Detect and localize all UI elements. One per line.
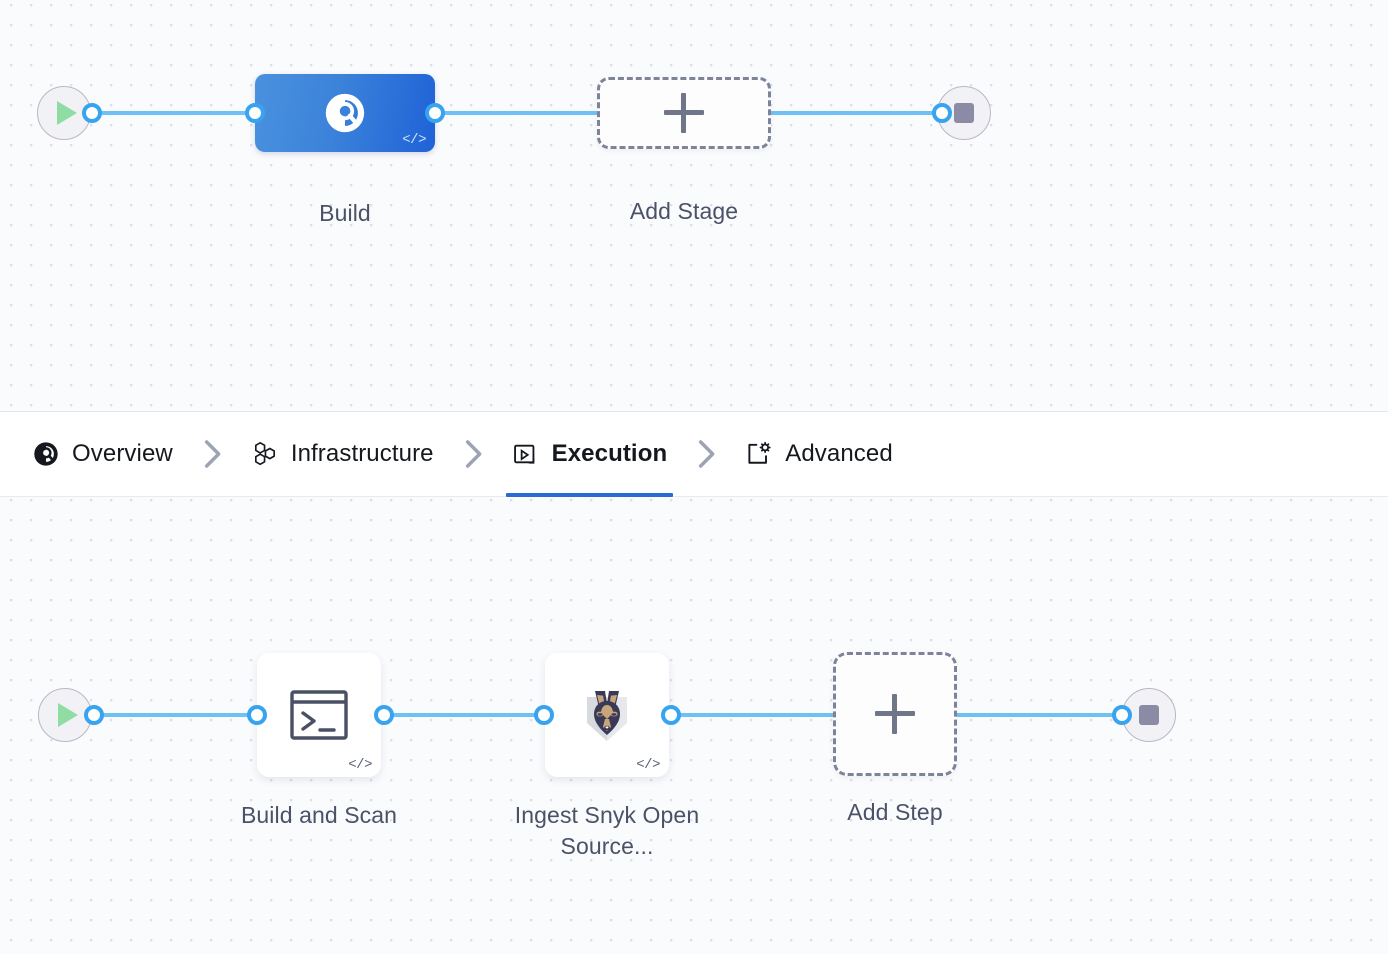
wire-start-to-step1	[86, 713, 266, 717]
tab-execution[interactable]: Execution	[505, 411, 673, 497]
port-exec-start-out[interactable]	[84, 705, 104, 725]
tab-label: Execution	[551, 440, 668, 467]
stage-label-build: Build	[319, 200, 371, 226]
card-gear-icon	[748, 441, 771, 464]
port-build-in[interactable]	[245, 103, 265, 123]
tab-label: Advanced	[785, 440, 893, 467]
stage-node-build[interactable]: </>	[255, 74, 435, 152]
wire-start-to-build	[84, 111, 266, 115]
wire-build-to-addstage	[424, 111, 606, 115]
tab-label: Overview	[72, 440, 173, 467]
ci-build-icon	[325, 93, 365, 133]
chevron-right-icon	[175, 438, 249, 470]
port-build-out[interactable]	[425, 103, 445, 123]
pipeline-end-node[interactable]	[937, 86, 991, 140]
code-badge-icon: </>	[348, 757, 372, 773]
port-end-in[interactable]	[932, 103, 952, 123]
plus-icon	[664, 93, 704, 133]
chevron-right-icon	[669, 438, 743, 470]
step-node-build-and-scan[interactable]: </>	[257, 653, 381, 777]
add-stage-label: Add Stage	[629, 198, 739, 224]
port-step2-out[interactable]	[661, 705, 681, 725]
port-start-out[interactable]	[82, 103, 102, 123]
code-badge-icon: </>	[636, 757, 660, 773]
chevron-right-icon	[436, 438, 510, 470]
plus-icon	[875, 694, 915, 734]
step-label-build-and-scan: Build and Scan	[240, 802, 398, 828]
tab-label: Infrastructure	[290, 440, 434, 467]
hexagons-icon	[254, 441, 275, 466]
add-stage-button[interactable]	[597, 77, 771, 149]
port-step2-in[interactable]	[534, 705, 554, 725]
stage-config-tabbar: Overview Infrastructure	[0, 411, 1388, 497]
add-step-button[interactable]	[833, 652, 957, 776]
snyk-dog-icon	[587, 691, 627, 741]
step-label-ingest-snyk: Ingest Snyk Open Source...	[514, 802, 700, 859]
wire-addstep-to-end	[950, 713, 1135, 717]
wire-step2-to-addstep	[664, 713, 844, 717]
stop-icon	[954, 103, 974, 123]
play-icon	[58, 703, 78, 727]
play-box-icon	[513, 444, 534, 464]
wire-step1-to-step2	[376, 713, 556, 717]
port-exec-end-in[interactable]	[1112, 705, 1132, 725]
play-icon	[57, 101, 77, 125]
add-step-label: Add Step	[847, 799, 943, 825]
code-badge-icon: </>	[402, 132, 426, 148]
stop-icon	[1139, 705, 1159, 725]
tab-overview[interactable]: Overview	[30, 411, 175, 497]
port-step1-out[interactable]	[374, 705, 394, 725]
wire-addstage-to-end	[762, 111, 948, 115]
step-graph-canvas[interactable]: </> Build and Scan </>	[0, 497, 1388, 954]
tab-infrastructure[interactable]: Infrastructure	[249, 411, 436, 497]
tab-advanced[interactable]: Advanced	[743, 411, 895, 497]
stage-graph-canvas[interactable]: </> Build Add Stage	[0, 0, 1388, 411]
step-node-ingest-snyk[interactable]: </>	[545, 653, 669, 777]
ci-build-icon	[34, 442, 58, 466]
port-step1-in[interactable]	[247, 705, 267, 725]
terminal-icon	[290, 690, 348, 740]
